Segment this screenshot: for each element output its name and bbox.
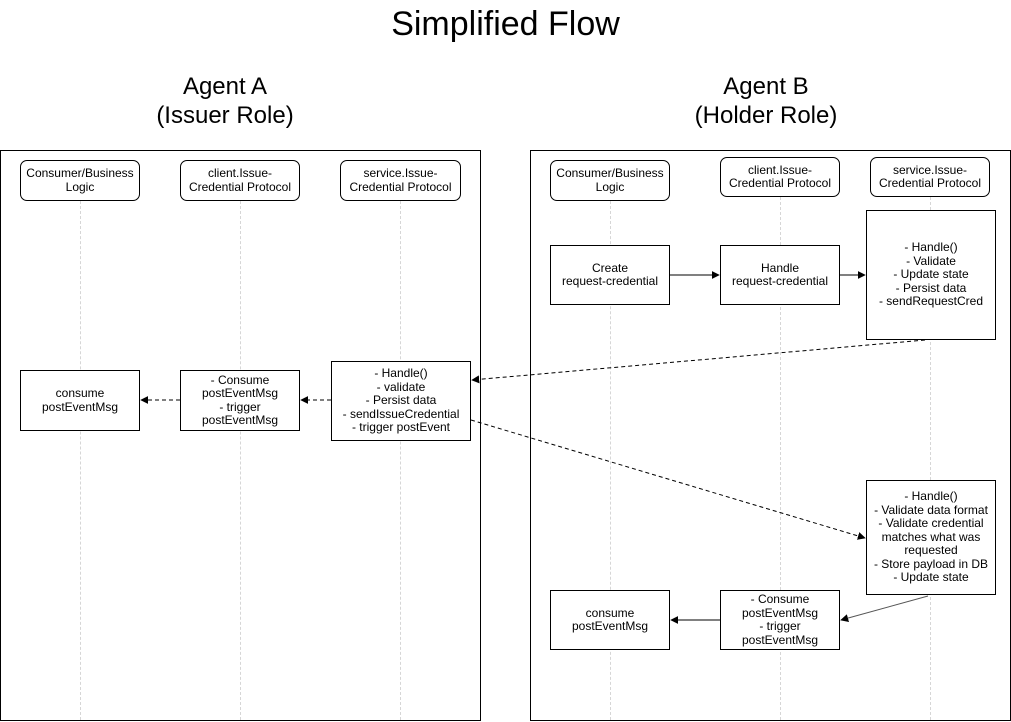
agent-b-create-box: Create request-credential — [550, 245, 670, 305]
agent-a-client-lifeline — [240, 201, 241, 720]
diagram-title: Simplified Flow — [391, 5, 620, 43]
agent-a-consume-box: consume postEventMsg — [20, 370, 140, 431]
agent-a-client-box: - Consume postEventMsg - trigger postEve… — [180, 370, 300, 431]
agent-b-header-service: service.Issue- Credential Protocol — [870, 157, 990, 197]
agent-a-consumer-lifeline — [80, 201, 81, 720]
agent-b-consume-box: consume postEventMsg — [550, 590, 670, 650]
agent-b-service-lifeline — [930, 197, 931, 720]
agent-b-header-consumer: Consumer/Business Logic — [550, 160, 670, 201]
agent-b-handle-box: Handle request-credential — [720, 245, 840, 305]
agent-a-header-client: client.Issue- Credential Protocol — [180, 160, 300, 201]
agent-a-service-box: - Handle() - validate - Persist data - s… — [331, 361, 471, 441]
agent-b-service-request-box: - Handle() - Validate - Update state - P… — [866, 210, 996, 340]
agent-b-header-client: client.Issue- Credential Protocol — [720, 157, 840, 197]
agent-a-heading: Agent A (Issuer Role) — [156, 73, 294, 129]
agent-a-header-consumer: Consumer/Business Logic — [20, 160, 140, 201]
agent-a-header-service: service.Issue- Credential Protocol — [340, 160, 461, 201]
agent-b-heading: Agent B (Holder Role) — [694, 73, 838, 129]
agent-a-service-lifeline — [400, 201, 401, 720]
agent-b-service-issue-box: - Handle() - Validate data format - Vali… — [866, 480, 996, 595]
agent-b-client-box: - Consume postEventMsg - trigger postEve… — [720, 590, 840, 650]
